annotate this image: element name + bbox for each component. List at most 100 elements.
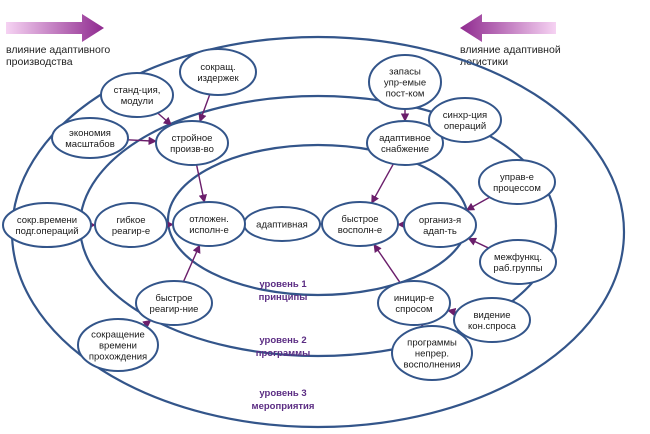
node-label-organization-adaptation-2: адап-ть	[423, 226, 457, 237]
left-big-arrow	[6, 14, 104, 42]
left-influence-label-line-2: производства	[6, 56, 73, 68]
node-shape-demand-initiation	[377, 280, 451, 326]
node-label-adaptive-supply-1: адаптивное	[379, 133, 431, 144]
node-label-demand-initiation-1: иницир-е	[394, 293, 434, 304]
node-shape-fast-fulfillment	[321, 201, 399, 247]
node-label-lead-time-reduction-1: сокращение	[91, 330, 145, 341]
node-label-adaptive-supply-2: снабжение	[381, 144, 429, 155]
right-influence-label-line-1: влияние адаптивной	[460, 44, 561, 56]
left-influence-label: влияние адаптивного производства	[6, 44, 146, 68]
node-shape-organization-adaptation	[403, 202, 477, 248]
node-adaptive: адаптивная	[243, 206, 321, 242]
node-label-standardization-modules-1: станд-ция,	[114, 85, 161, 96]
right-influence-label: влияние адаптивной логистики	[460, 44, 600, 68]
node-shape-flexible-response	[94, 202, 168, 248]
arrow-standardization-modules-to-lean-production	[157, 112, 172, 126]
node-label-lean-production-2: произв-во	[170, 144, 214, 155]
arrow-demand-visibility-to-demand-initiation	[447, 307, 457, 317]
right-big-arrow	[460, 14, 556, 42]
node-label-managed-inventory-2: упр-емые	[384, 78, 426, 89]
level-label-level3-2: мероприятия	[252, 401, 315, 412]
node-standardization-modules: станд-ция,модули	[100, 72, 174, 118]
node-label-process-management-1: управ-е	[500, 172, 534, 183]
arrow-lead-time-reduction-to-fast-response	[142, 319, 152, 329]
node-cost-reduction: сокращ.издержек	[179, 48, 257, 96]
node-label-economies-of-scale-1: экономия	[69, 128, 111, 139]
node-label-demand-initiation-2: спросом	[395, 304, 432, 315]
node-label-delayed-execution-2: исполн-е	[189, 225, 229, 236]
node-shape-lead-time-reduction	[77, 318, 159, 372]
node-shape-standardization-modules	[100, 72, 174, 118]
node-label-continuous-replenishment-1: программы	[407, 338, 457, 349]
node-label-standardization-modules-2: модули	[121, 96, 154, 107]
node-label-fast-fulfillment-1: быстрое	[341, 214, 378, 225]
node-shape-economies-of-scale	[51, 117, 129, 159]
node-label-economies-of-scale-2: масштабов	[65, 139, 115, 150]
node-delayed-execution: отложен.исполн-е	[172, 201, 246, 247]
node-label-delayed-execution-1: отложен.	[189, 214, 229, 225]
node-label-managed-inventory-3: пост-ком	[386, 89, 425, 100]
node-label-fast-fulfillment-2: восполн-е	[338, 225, 382, 236]
node-shape-cross-functional-teams	[479, 239, 557, 285]
node-label-cross-functional-teams-1: межфункц.	[494, 252, 542, 263]
node-label-setup-time-reduction-1: сокр.времени	[17, 215, 77, 226]
node-shape-adaptive-supply	[366, 120, 444, 166]
node-label-managed-inventory-1: запасы	[389, 67, 421, 78]
node-label-organization-adaptation-1: организ-я	[419, 215, 461, 226]
node-shape-process-management	[478, 159, 556, 205]
node-label-cost-reduction-1: сокращ.	[200, 62, 235, 73]
arrow-demand-initiation-to-fast-fulfillment	[373, 243, 401, 284]
node-label-lead-time-reduction-3: прохождения	[89, 352, 147, 363]
level-label-level1-2: принципы	[259, 292, 308, 303]
node-label-flexible-response-1: гибкое	[116, 215, 145, 226]
node-shape-lean-production	[155, 120, 229, 166]
node-shape-demand-visibility	[453, 297, 531, 343]
arrow-fast-response-to-delayed-execution	[182, 244, 201, 282]
node-shape-setup-time-reduction	[2, 202, 92, 248]
node-shape-fast-response	[135, 280, 213, 326]
node-shape-operations-sync	[428, 97, 502, 143]
level-label-level3-1: уровень 3	[259, 388, 306, 399]
node-label-process-management-2: процессом	[493, 183, 541, 194]
node-shape-cost-reduction	[179, 48, 257, 96]
arrow-lean-production-to-delayed-execution	[195, 164, 207, 204]
right-influence-label-line-2: логистики	[460, 56, 509, 68]
level-label-level2-1: уровень 2	[259, 335, 306, 346]
node-shape-delayed-execution	[172, 201, 246, 247]
node-label-fast-response-1: быстрое	[155, 293, 192, 304]
node-label-cost-reduction-2: издержек	[197, 73, 239, 84]
node-shape-continuous-replenishment	[391, 325, 473, 381]
node-label-cross-functional-teams-2: раб.группы	[493, 263, 542, 274]
arrow-adaptive-supply-to-fast-fulfillment	[371, 163, 394, 204]
node-label-flexible-response-2: реагир-е	[112, 226, 150, 237]
node-label-lead-time-reduction-2: времени	[99, 341, 137, 352]
node-label-fast-response-2: реагир-ние	[150, 304, 199, 315]
left-influence-label-line-1: влияние адаптивного	[6, 44, 111, 56]
node-cross-functional-teams: межфункц.раб.группы	[479, 239, 557, 285]
arrow-process-management-to-organization-adaptation	[465, 196, 490, 211]
node-shape-managed-inventory	[368, 54, 442, 110]
node-label-setup-time-reduction-2: подг.операций	[15, 226, 78, 237]
node-label-demand-visibility-1: видение	[473, 310, 510, 321]
arrow-cost-reduction-to-lean-production	[198, 94, 211, 123]
node-label-continuous-replenishment-2: непрер.	[415, 349, 449, 360]
node-label-operations-sync-1: синхр-ция	[443, 110, 487, 121]
node-label-operations-sync-2: операций	[444, 121, 486, 132]
node-label-lean-production-1: стройное	[172, 133, 213, 144]
level-label-level1-1: уровень 1	[259, 279, 307, 290]
